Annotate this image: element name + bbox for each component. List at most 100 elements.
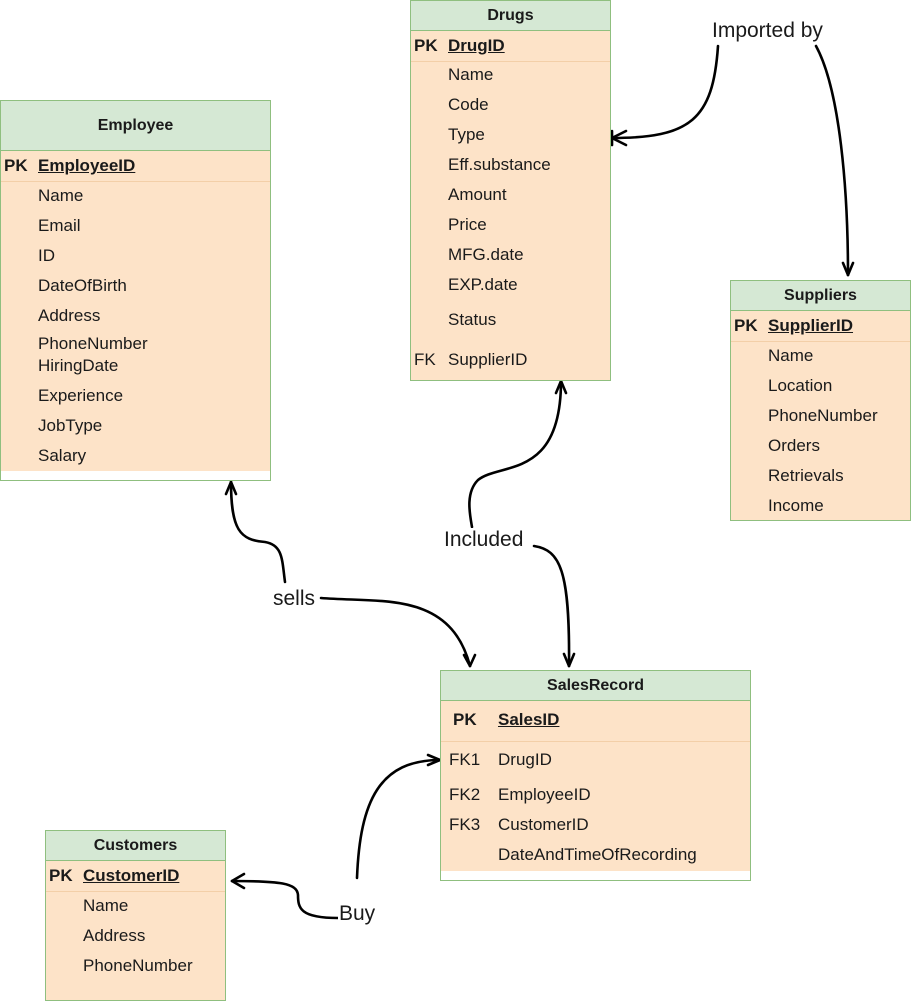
crowfoot-sales-top-right [562,652,576,668]
field-row: Salary [1,441,270,471]
field-name: PhoneNumber [38,334,148,353]
entity-salesrecord[interactable]: SalesRecord PK SalesID FK1 DrugID FK2 Em… [440,670,751,881]
pk-field: EmployeeID [38,156,136,175]
field-row: DateOfBirth [1,271,270,301]
field-row: Status [411,305,610,335]
fk-row: FK3 CustomerID [441,810,750,840]
pk-row: PK SupplierID [731,311,910,341]
field-name: MFG.date [448,245,524,264]
edge-sells-upper [229,480,287,584]
field-name: Experience [38,386,124,405]
field-name: Code [448,95,489,114]
pk-separator [46,891,225,892]
crowfoot-drugs [610,129,628,147]
field-name: ID [38,246,55,265]
relationship-label-buy: Buy [338,902,377,926]
field-row: Amount [411,180,610,210]
field-name: Name [83,896,129,915]
fk-field: CustomerID [498,815,589,834]
crowfoot-customers [230,872,246,890]
pk-marker: PK [4,156,28,175]
field-row: MFG.date [411,240,610,270]
pk-marker: PK [49,866,73,885]
field-row: Eff.substance [411,150,610,180]
fk-row: FK2 EmployeeID [441,780,750,810]
fk-field: DrugID [498,750,552,769]
entity-drugs[interactable]: Drugs PK DrugID Name Code Type Eff.subst… [410,0,611,381]
field-name: HiringDate [38,356,119,375]
pk-marker: PK [734,316,758,335]
field-name: Salary [38,446,87,465]
field-row: Name [1,181,270,211]
field-name: PhoneNumber [768,406,878,425]
entity-title: Customers [46,831,225,861]
field-row: EXP.date [411,270,610,300]
crowfoot-sales-top-left [462,653,477,668]
edge-included-to-sales [532,544,571,668]
pk-field: SalesID [498,710,560,729]
edge-sells-lower [319,596,472,668]
pk-row: PK EmployeeID [1,151,270,181]
pk-field: CustomerID [83,866,180,885]
field-name: Orders [768,436,820,455]
field-row: Email [1,211,270,241]
fk-marker: FK [414,350,436,369]
fk-field: SupplierID [448,350,528,369]
relationship-label-included: Included [443,528,525,552]
entity-title: Drugs [411,1,610,31]
field-name: Email [38,216,81,235]
field-row: Experience [1,381,270,411]
field-name: Type [448,125,485,144]
pk-row: PK DrugID [411,31,610,61]
field-row: Income [731,491,910,521]
field-row: Name [731,341,910,371]
pk-field: SupplierID [768,316,854,335]
field-row: Retrievals [731,461,910,491]
edge-buy-upper [355,758,442,880]
crowfoot-drugs-bottom [554,379,568,395]
relationship-label-imported-by: Imported by [711,19,824,43]
field-name: PhoneNumber [83,956,193,975]
field-name: Name [768,346,814,365]
edge-imported-by-to-suppliers [814,44,850,277]
pk-row: PK SalesID [441,705,750,735]
fk-row: FK1 DrugID [441,745,750,775]
field-name: Price [448,215,487,234]
pk-field: DrugID [448,36,505,55]
field-name: Name [38,186,84,205]
entity-customers[interactable]: Customers PK CustomerID Name Address Pho… [45,830,226,1001]
crowfoot-suppliers [841,261,855,277]
field-name: Location [768,376,833,395]
field-row: HiringDate [1,351,270,381]
field-row: Price [411,210,610,240]
field-row: Name [411,60,610,90]
field-row: DateAndTimeOfRecording [441,840,750,870]
field-name: JobType [38,416,103,435]
entity-suppliers[interactable]: Suppliers PK SupplierID Name Location Ph… [730,280,911,521]
edge-buy-lower [230,879,340,920]
field-name: Address [83,926,146,945]
edge-included [468,379,563,529]
entity-employee[interactable]: Employee PK EmployeeID Name Email ID Dat… [0,100,271,481]
pk-marker: PK [414,36,438,55]
field-row: Name [46,891,225,921]
field-row: Address [1,301,270,331]
field-name: Income [768,496,824,515]
fk-marker: FK2 [449,785,481,804]
field-name: Retrievals [768,466,844,485]
field-name: Eff.substance [448,155,551,174]
pk-separator [441,741,750,742]
field-row: JobType [1,411,270,441]
entity-title: Employee [1,101,270,151]
field-row: Address [46,921,225,951]
edge-imported-by [610,44,720,140]
pk-row: PK CustomerID [46,861,225,891]
field-row: Code [411,90,610,120]
field-row: Type [411,120,610,150]
entity-footer [1,471,270,480]
field-name: Address [38,306,101,325]
field-name: Name [448,65,494,84]
field-name: DateAndTimeOfRecording [498,845,697,864]
entity-title: SalesRecord [441,671,750,701]
